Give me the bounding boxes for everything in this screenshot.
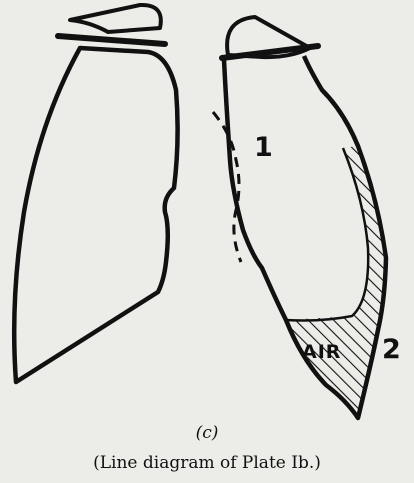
left-clavicle-bar bbox=[58, 36, 165, 44]
label-air: AIR bbox=[302, 341, 341, 363]
left-clavicle bbox=[70, 5, 161, 32]
label-2: 2 bbox=[382, 334, 401, 365]
dashed-line-1 bbox=[213, 112, 241, 262]
panel-label: (c) bbox=[0, 423, 414, 443]
left-lung-outline bbox=[14, 48, 177, 382]
figure-caption: (Line diagram of Plate Ib.) bbox=[0, 453, 414, 473]
label-1: 1 bbox=[254, 132, 273, 163]
